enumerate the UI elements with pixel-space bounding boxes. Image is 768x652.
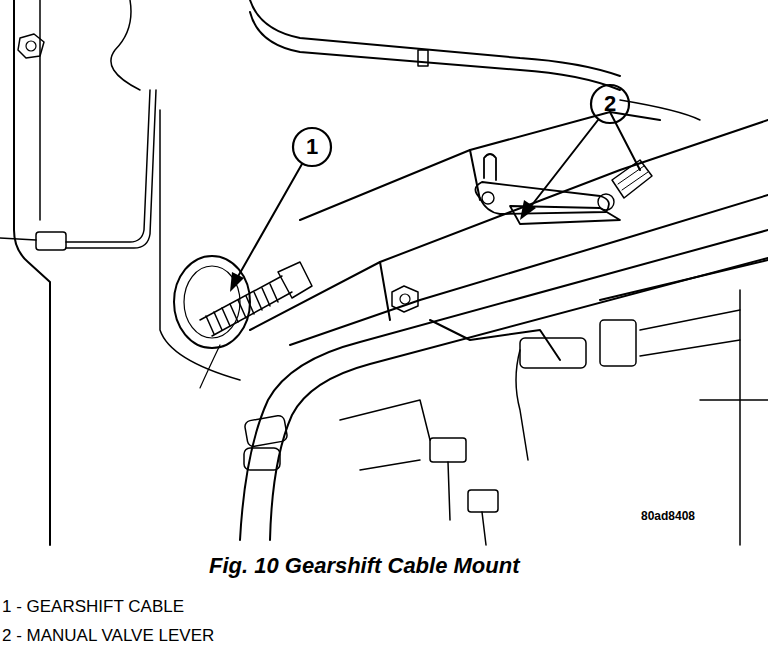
bolt <box>18 34 44 58</box>
figure-code: 80ad8408 <box>641 510 695 522</box>
hose <box>620 100 700 120</box>
hose-clamp <box>244 448 280 470</box>
body-panel <box>14 0 50 545</box>
brake-line <box>0 238 36 240</box>
callout-leader <box>230 128 331 292</box>
line-fitting <box>36 232 66 250</box>
callout-number: 2 <box>604 93 616 115</box>
legend-line: 2 - MANUAL VALVE LEVER <box>2 627 214 644</box>
legend-line: 1 - GEARSHIFT CABLE <box>2 598 184 615</box>
panel-edge <box>39 0 41 220</box>
wire <box>111 0 140 90</box>
transmission-housing <box>250 112 768 360</box>
bracket-bolt <box>392 286 418 312</box>
cooler-hose <box>240 230 768 540</box>
figure-caption: Fig. 10 Gearshift Cable Mount <box>209 555 519 577</box>
hose-clamp <box>244 415 288 448</box>
cable-boot <box>200 262 312 336</box>
callout-number: 1 <box>306 136 318 158</box>
brake-line <box>66 90 150 242</box>
floor-edge <box>160 110 240 380</box>
hose-clip <box>418 50 428 66</box>
hose <box>250 0 620 76</box>
hose <box>250 12 620 90</box>
cable-lead <box>200 345 220 388</box>
callout-leader <box>520 85 629 220</box>
brake-line <box>66 90 156 248</box>
wiring-connectors <box>340 290 768 545</box>
